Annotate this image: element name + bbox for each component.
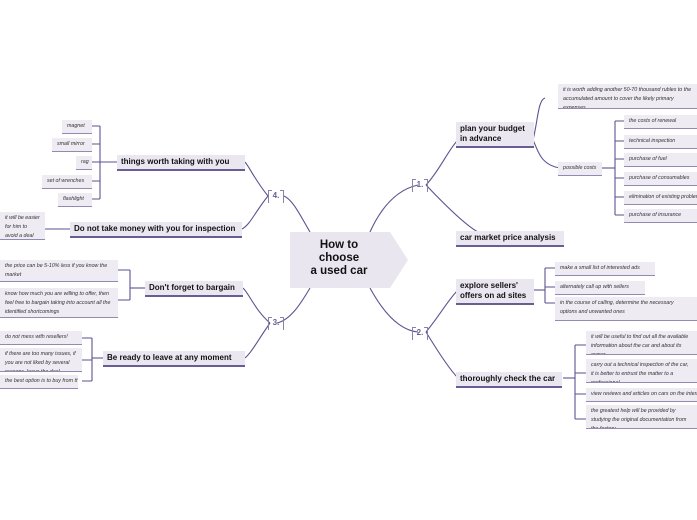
leaf-cost-insurance[interactable]: purchase of insurance [624, 209, 697, 223]
group-number-2[interactable]: 2. [412, 326, 428, 340]
leaf-determine-options[interactable]: in the course of calling, determine the … [555, 297, 697, 321]
leaf-cost-consumables[interactable]: purchase of consumables [624, 172, 697, 186]
group-number-3[interactable]: 3. [268, 316, 284, 330]
leaf-avoid-deal[interactable]: it will be easier for him to avoid a dea… [0, 212, 45, 240]
leaf-add-extra-money[interactable]: it is worth adding another 50-70 thousan… [558, 84, 697, 109]
group-number-1[interactable]: 1. [412, 178, 428, 192]
leaf-make-list[interactable]: make a small list of interested ads [555, 262, 655, 276]
leaf-rag[interactable]: rag [76, 156, 92, 170]
leaf-small-mirror[interactable]: small mirror [52, 138, 92, 152]
leaf-know-offer[interactable]: know how much you are willing to offer, … [0, 288, 118, 318]
topic-bargain[interactable]: Don't forget to bargain [145, 281, 243, 297]
leaf-find-info[interactable]: it will be useful to find out all the av… [586, 331, 697, 355]
topic-things-to-take[interactable]: things worth taking with you [117, 155, 245, 171]
central-topic[interactable]: How to choose a used car [290, 232, 408, 288]
leaf-study-documentation[interactable]: the greatest help will be provided by st… [586, 405, 697, 429]
leaf-cost-fuel[interactable]: purchase of fuel [624, 153, 697, 167]
leaf-cost-renewal[interactable]: the costs of renewal [624, 115, 697, 129]
leaf-view-reviews[interactable]: view reviews and articles on cars on the… [586, 388, 697, 402]
leaf-price-less[interactable]: the price can be 5-10% less if you know … [0, 260, 118, 282]
leaf-leave-deal[interactable]: if there are too many issues, if you are… [0, 348, 82, 372]
leaf-no-resellers[interactable]: do not mess with resellers! [0, 331, 82, 345]
topic-no-money[interactable]: Do not take money with you for inspectio… [70, 222, 242, 238]
leaf-cost-inspection[interactable]: technical inspection [624, 135, 697, 149]
leaf-magnet[interactable]: magnet [62, 120, 92, 134]
leaf-technical-inspection[interactable]: carry out a technical inspection of the … [586, 359, 697, 383]
topic-plan-budget[interactable]: plan your budget in advance [456, 122, 534, 148]
leaf-call-sellers[interactable]: alternately call up with sellers [555, 281, 645, 295]
leaf-cost-problems[interactable]: elimination of existing problems [624, 191, 697, 205]
central-topic-label: How to choose a used car [310, 239, 368, 277]
leaf-buy-from-owner[interactable]: the best option is to buy from the owner [0, 375, 78, 389]
leaf-set-of-wrenches[interactable]: set of wrenches [42, 175, 92, 189]
topic-ready-to-leave[interactable]: Be ready to leave at any moment [103, 351, 245, 367]
topic-market-analysis[interactable]: car market price analysis [456, 231, 564, 247]
subtopic-possible-costs[interactable]: possible costs [558, 162, 602, 176]
central-arrow-shape [290, 232, 408, 288]
leaf-flashlight[interactable]: flashlight [58, 193, 92, 207]
group-number-4[interactable]: 4. [268, 189, 284, 203]
topic-check-car[interactable]: thoroughly check the car [456, 372, 562, 388]
topic-explore-offers[interactable]: explore sellers' offers on ad sites [456, 279, 534, 305]
